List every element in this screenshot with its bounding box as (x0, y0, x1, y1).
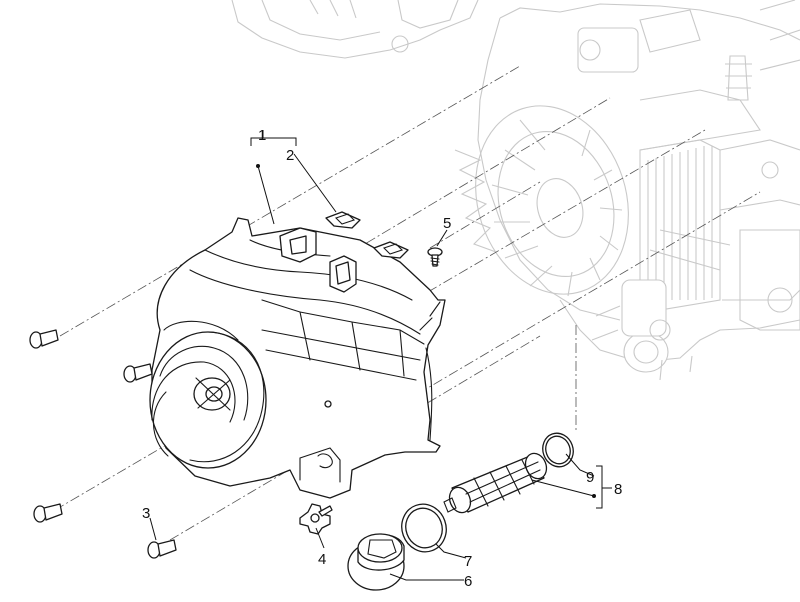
callout-9: 9 (586, 469, 594, 486)
filter-plug-part-6 (347, 533, 405, 591)
bolt-middle (123, 363, 153, 383)
callout-6: 6 (464, 573, 472, 590)
screw-part-5 (427, 247, 443, 267)
spiral-inlet (149, 320, 267, 469)
o-ring-part-7 (401, 503, 447, 553)
bolt-lower (33, 503, 63, 523)
clip-part-2 (325, 211, 409, 259)
callout-1: 1 (258, 127, 266, 144)
engine-background (231, 0, 800, 381)
seal-ring-part-9 (542, 432, 574, 468)
callout-2: 2 (286, 147, 294, 164)
wing-knob-part-4 (299, 503, 333, 535)
bolt-upper (29, 329, 59, 349)
callout-5: 5 (443, 215, 451, 232)
callout-labels: 1 2 5 3 4 6 7 8 9 (142, 127, 622, 590)
leader-lines (149, 130, 612, 581)
callout-7: 7 (464, 553, 472, 570)
bolt-part-3 (147, 539, 177, 559)
callout-4: 4 (318, 551, 326, 568)
fan-cover-housing (149, 217, 446, 499)
callout-8: 8 (614, 481, 622, 498)
flywheel-fan (454, 105, 629, 297)
oil-strainer-part-8 (443, 452, 548, 514)
callout-3: 3 (142, 505, 150, 522)
